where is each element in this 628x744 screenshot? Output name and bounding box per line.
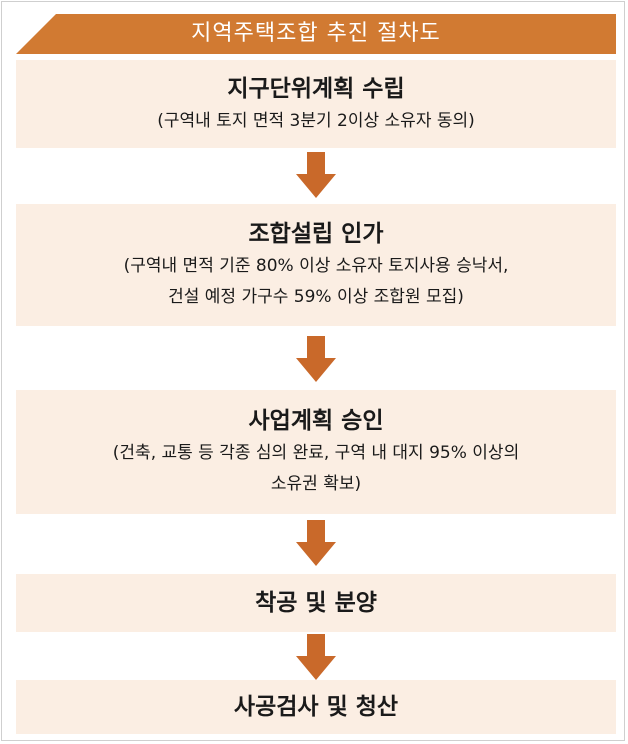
step-district-unit-plan: 지구단위계획 수립 (구역내 토지 면적 3분기 2이상 소유자 동의) [16,60,616,148]
step-description-line-1: (건축, 교통 등 각종 심의 완료, 구역 내 대지 95% 이상의 [112,443,520,463]
step-inspection-liquidation: 사공검사 및 청산 [16,680,616,734]
step-title: 지구단위계획 수립 [227,75,405,102]
down-arrow-icon [296,336,336,382]
step-construction-sale: 착공 및 분양 [16,574,616,632]
step-description-line-2: 건설 예정 가구수 59% 이상 조합원 모집) [168,287,464,307]
step-description: (구역내 토지 면적 3분기 2이상 소유자 동의) [157,110,475,131]
step-title: 착공 및 분양 [255,590,377,616]
step-business-plan-approval: 사업계획 승인 (건축, 교통 등 각종 심의 완료, 구역 내 대지 95% … [16,390,616,514]
step-description-line-2: 소유권 확보) [270,474,362,494]
down-arrow-icon [296,634,336,680]
step-title: 사업계획 승인 [248,408,384,434]
diagram-header: 지역주택조합 추진 절차도 [16,14,616,54]
down-arrow-icon [296,520,336,566]
step-title: 사공검사 및 청산 [233,694,399,720]
header-banner-shape [16,14,616,54]
step-union-establishment: 조합설립 인가 (구역내 면적 기준 80% 이상 소유자 토지사용 승낙서, … [16,204,616,326]
step-description-line-1: (구역내 면적 기준 80% 이상 소유자 토지사용 승낙서, [123,256,509,276]
down-arrow-icon [296,152,336,198]
step-title: 조합설립 인가 [248,221,384,247]
diagram-title: 지역주택조합 추진 절차도 [191,21,441,46]
